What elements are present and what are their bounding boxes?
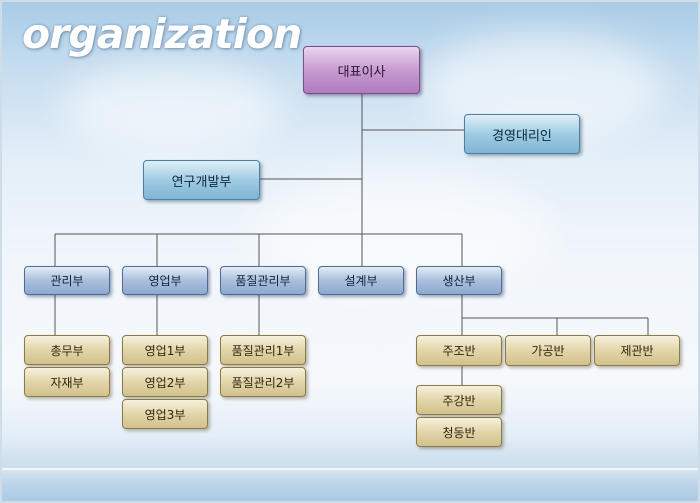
rnd-box: 연구개발부 — [143, 160, 260, 200]
team-machining-box: 가공반 — [505, 335, 591, 366]
dept-quality-box: 품질관리부 — [220, 266, 306, 295]
team-quality-1-box: 품질관리1부 — [220, 335, 306, 365]
team-materials-box: 자재부 — [24, 367, 110, 397]
dept-sales-box: 영업부 — [122, 266, 208, 295]
adviser-box: 경영대리인 — [464, 114, 580, 154]
ceo-box: 대표이사 — [303, 46, 420, 94]
team-quality-2-box: 품질관리2부 — [220, 367, 306, 397]
subteam-cast-steel-box: 주강반 — [416, 385, 502, 415]
sea-background — [2, 470, 698, 501]
dept-admin-box: 관리부 — [24, 266, 110, 295]
subteam-bronze-box: 청동반 — [416, 417, 502, 447]
team-fabrication-box: 제관반 — [594, 335, 680, 366]
horizon-line — [2, 468, 698, 471]
team-casting-box: 주조반 — [416, 335, 502, 366]
dept-design-box: 설계부 — [318, 266, 404, 295]
cloud-decoration — [62, 62, 282, 152]
team-sales-1-box: 영업1부 — [122, 335, 208, 365]
team-general-affairs-box: 총무부 — [24, 335, 110, 365]
page-title: organization — [22, 10, 302, 58]
team-sales-2-box: 영업2부 — [122, 367, 208, 397]
dept-production-box: 생산부 — [416, 266, 502, 295]
team-sales-3-box: 영업3부 — [122, 399, 208, 429]
